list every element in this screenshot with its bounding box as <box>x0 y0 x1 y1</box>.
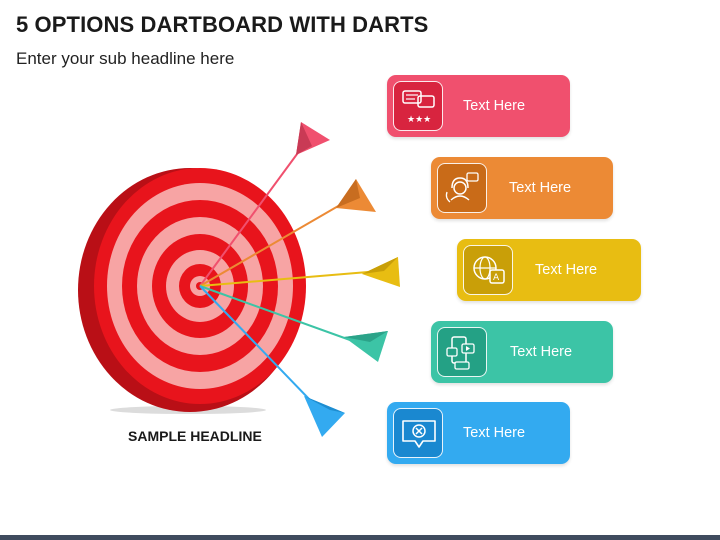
page-subtitle: Enter your sub headline here <box>16 49 235 68</box>
dart-2 <box>199 179 376 287</box>
option-icon-box <box>393 408 443 458</box>
customer-support-headset-icon <box>445 172 479 203</box>
option-card-1[interactable]: ★★★ Text Here <box>387 75 570 137</box>
option-icon-box: A <box>463 245 513 295</box>
dart-3 <box>199 257 400 287</box>
chat-rating-icon: ★★★ <box>402 90 435 125</box>
option-label: Text Here <box>463 425 526 441</box>
option-label: Text Here <box>509 180 572 196</box>
dart-1 <box>199 122 330 287</box>
globe-translation-icon: A <box>473 256 505 284</box>
page-title: 5 OPTIONS DARTBOARD WITH DARTS <box>16 12 429 37</box>
option-card-4[interactable]: Text Here <box>431 321 613 383</box>
svg-text:★★★: ★★★ <box>407 115 431 125</box>
dart-5 <box>199 285 345 437</box>
option-icon-box <box>437 163 487 213</box>
option-card-2[interactable]: Text Here <box>431 157 613 219</box>
option-label: Text Here <box>510 344 573 360</box>
cancel-message-icon <box>402 420 436 448</box>
option-label: Text Here <box>463 98 526 114</box>
dart-4 <box>199 285 388 362</box>
option-label: Text Here <box>535 262 598 278</box>
svg-text:A: A <box>493 273 500 283</box>
option-icon-box: ★★★ <box>393 81 443 131</box>
mobile-messaging-icon <box>446 336 475 370</box>
option-card-3[interactable]: A Text Here <box>457 239 641 301</box>
board-headline: SAMPLE HEADLINE <box>128 428 262 444</box>
footer-bar <box>0 535 720 540</box>
option-card-5[interactable]: Text Here <box>387 402 570 464</box>
option-icon-box <box>437 327 487 377</box>
